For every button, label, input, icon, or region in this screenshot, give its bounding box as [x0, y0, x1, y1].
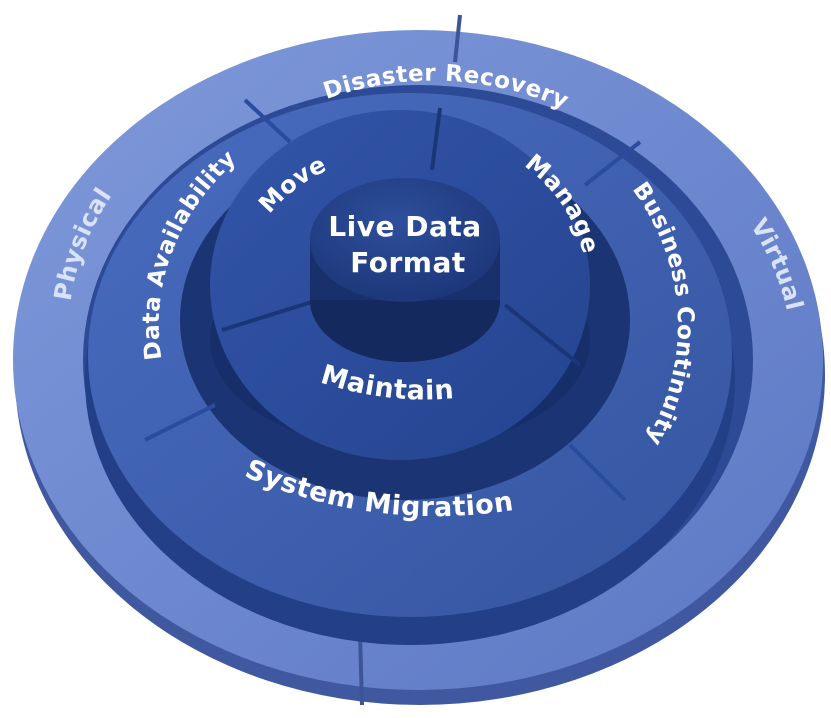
- middle-divider-a: [243, 98, 292, 144]
- core-label-line2: Format: [350, 246, 466, 279]
- outer-ring-divider-top: [453, 14, 462, 63]
- inner-divider-c: [503, 303, 582, 367]
- inner-divider-b: [221, 298, 319, 332]
- middle-divider-b: [583, 140, 642, 187]
- outer-ring-divider-bottom: [358, 631, 364, 706]
- core-top: [310, 178, 500, 302]
- core-label-line1: Live Data: [328, 210, 481, 243]
- core-cylinder: Live Data Format: [310, 178, 500, 362]
- middle-divider-d: [568, 443, 627, 502]
- middle-divider-c: [144, 403, 216, 442]
- inner-divider-a: [430, 107, 442, 171]
